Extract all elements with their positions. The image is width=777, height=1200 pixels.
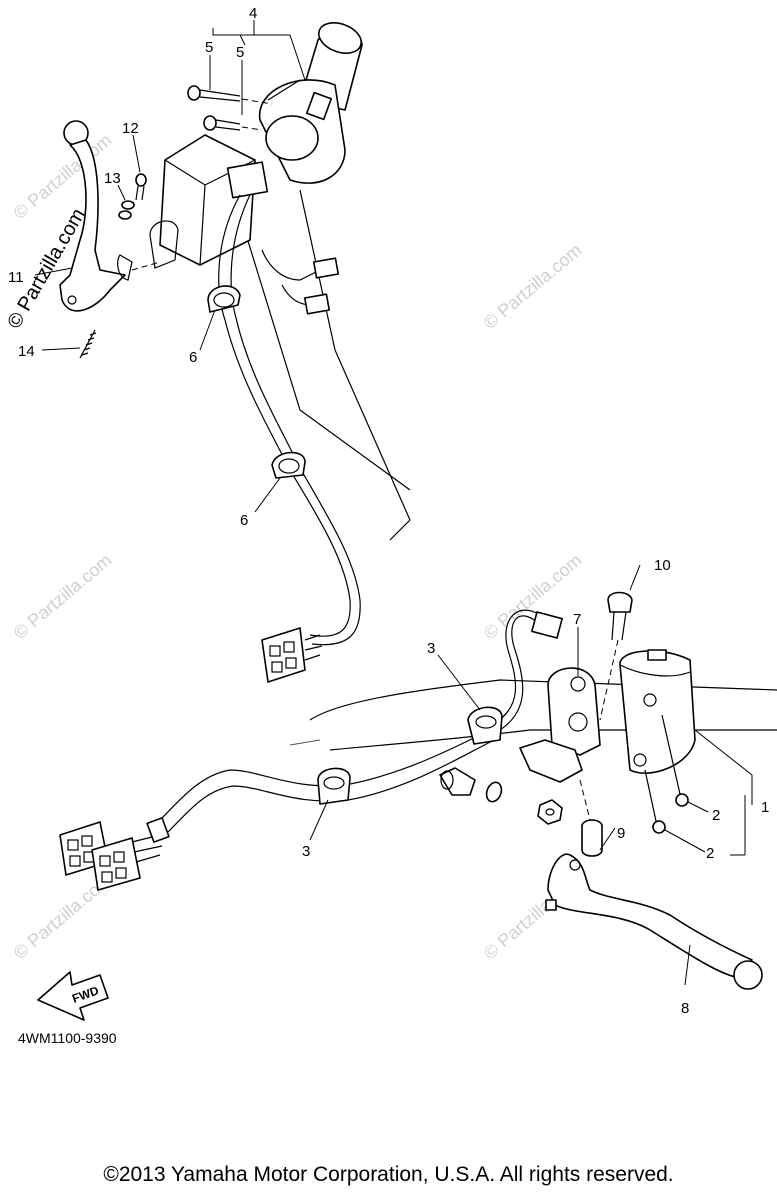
callouts: 4 5 5 12 13 11 14 6 6 10 7 3 3 1 2 2 9 8: [8, 5, 769, 1017]
watermark: © Partzilla.com: [480, 240, 586, 333]
callout-12: 12: [122, 120, 139, 137]
callout-8: 8: [681, 1000, 689, 1017]
clamp-6b: [271, 451, 306, 479]
master-cylinder: [149, 134, 269, 269]
screw-2a: [661, 714, 689, 807]
callout-1: 1: [761, 799, 769, 816]
collar-9: [579, 779, 603, 857]
switch-housing-left: [619, 649, 696, 774]
callout-9: 9: [617, 825, 625, 842]
clutch-holder: [519, 667, 601, 783]
callout-14: 14: [18, 343, 35, 360]
callout-7: 7: [573, 611, 581, 628]
wire-upper: [218, 194, 361, 646]
callout-5: 5: [236, 44, 244, 61]
bolt-10: [599, 591, 633, 721]
wire-lower-top: [479, 609, 563, 741]
screw-2b: [644, 769, 666, 834]
callout-3: 3: [302, 843, 310, 860]
screw-5a: [187, 85, 273, 105]
connector-upper: [261, 627, 323, 683]
nut: [537, 799, 563, 825]
bolt-hex: [439, 767, 476, 796]
callout-2: 2: [706, 845, 714, 862]
callout-11: 11: [8, 269, 24, 286]
screw-5b: [203, 115, 263, 131]
copyright-notice: ©2013 Yamaha Motor Corporation, U.S.A. A…: [103, 1163, 674, 1186]
wire-lower-main: [159, 729, 495, 833]
callout-13: 13: [104, 170, 121, 187]
callout-2: 2: [712, 807, 720, 824]
spacer-13: [118, 200, 135, 220]
clamp-3b: [317, 767, 351, 805]
callout-6: 6: [189, 349, 197, 366]
clutch-lever: [545, 853, 763, 990]
handlebar-upper: [239, 189, 411, 541]
callout-6: 6: [240, 512, 248, 529]
throttle-grip: [299, 22, 363, 111]
clamp-6a: [207, 285, 241, 313]
switch-housing-right: [259, 79, 346, 184]
washer: [485, 781, 503, 803]
brake-lever-front: [59, 120, 161, 312]
watermark: © Partzilla.com: [10, 130, 116, 223]
callout-10: 10: [654, 557, 671, 574]
diagram-code: 4WM1100-9390: [18, 1030, 117, 1046]
callout-4: 4: [249, 5, 257, 22]
clamp-3a: [467, 706, 503, 745]
fwd-arrow-icon: FWD: [37, 971, 109, 1021]
leader-lines: [34, 20, 753, 986]
watermark: © Partzilla.com: [10, 550, 116, 643]
bolt-12: [135, 173, 147, 201]
connector-lower-b: [91, 817, 170, 891]
handlebar-lower: [289, 679, 777, 751]
spring-14: [79, 329, 97, 359]
callout-3: 3: [427, 640, 435, 657]
callout-5: 5: [205, 39, 213, 56]
